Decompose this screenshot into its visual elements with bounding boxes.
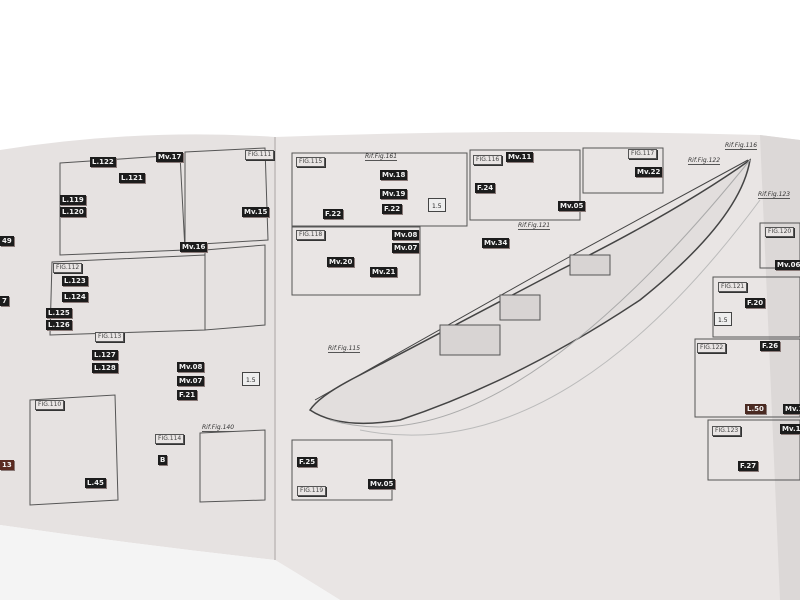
dimension-note: 1.5 (714, 312, 732, 326)
figure-reference: Rif.Fig.115 (328, 345, 361, 353)
dimension-note: 1.5 (242, 372, 260, 386)
part-label: L.45 (85, 478, 106, 488)
part-label: F.21 (177, 390, 198, 400)
part-label: Mv.08 (177, 362, 205, 372)
part-label: L.121 (119, 173, 145, 183)
figure-reference: Rif.Fig.161 (365, 153, 398, 161)
part-label: Mv.17 (156, 152, 184, 162)
part-label: F.26 (760, 341, 781, 351)
figure-label: FIG.118 (296, 230, 326, 240)
figure-label: FIG.113 (95, 332, 125, 342)
figure-label: FIG.117 (628, 149, 658, 159)
part-label: Mv.18 (380, 170, 408, 180)
part-label: L.127 (92, 350, 118, 360)
part-label: Mv.11 (780, 424, 800, 434)
figure-label: FIG.121 (718, 282, 748, 292)
part-label: 7 (0, 296, 9, 306)
part-label: Mv.34 (482, 238, 510, 248)
part-label: B (158, 455, 168, 465)
figure-label: FIG.112 (53, 263, 83, 273)
figure-label: FIG.114 (155, 434, 185, 444)
part-label: Mv.1 (783, 404, 800, 414)
part-label: Mv.19 (380, 189, 408, 199)
part-label: Mv.08 (392, 230, 420, 240)
figure-label: FIG.120 (765, 227, 795, 237)
figure-label: FIG.110 (35, 400, 65, 410)
part-label: L.123 (62, 276, 88, 286)
dimension-note: 1.5 (428, 198, 446, 212)
part-label: L.128 (92, 363, 118, 373)
part-label: Mv.11 (506, 152, 534, 162)
figure-reference: Rif.Fig.123 (758, 191, 791, 199)
figure-reference: Rif.Fig.140 (202, 424, 235, 432)
part-label: L.122 (90, 157, 116, 167)
part-label: F.20 (745, 298, 766, 308)
left-page (0, 134, 275, 561)
part-label: Mv.06 (775, 260, 800, 270)
figure-label: FIG.111 (245, 150, 275, 160)
part-label: F.22 (382, 204, 403, 214)
part-label: 13 (0, 460, 14, 470)
figure-label: FIG.116 (473, 155, 503, 165)
part-label: L.119 (60, 195, 86, 205)
figure-label: FIG.115 (296, 157, 326, 167)
part-label: L.120 (60, 207, 86, 217)
figure-label: FIG.119 (297, 486, 327, 496)
part-label: Mv.07 (392, 243, 420, 253)
part-label: Mv.05 (558, 201, 586, 211)
part-label: F.27 (738, 461, 759, 471)
part-label: Mv.05 (368, 479, 396, 489)
figure-reference: Rif.Fig.122 (688, 157, 721, 165)
page-shadow (0, 525, 340, 600)
part-label: Mv.07 (177, 376, 205, 386)
figure-label: FIG.122 (697, 343, 727, 353)
part-label: Mv.22 (635, 167, 663, 177)
part-label: F.24 (475, 183, 496, 193)
part-label: L.50 (745, 404, 766, 414)
part-label: F.25 (297, 457, 318, 467)
part-label: F.22 (323, 209, 344, 219)
part-label: Mv.21 (370, 267, 398, 277)
part-label: Mv.20 (327, 257, 355, 267)
part-label: L.124 (62, 292, 88, 302)
figure-reference: Rif.Fig.116 (725, 142, 758, 150)
part-label: L.126 (46, 320, 72, 330)
part-label: 49 (0, 236, 14, 246)
figure-reference: Rif.Fig.121 (518, 222, 551, 230)
part-label: L.125 (46, 308, 72, 318)
ship-hull (308, 158, 752, 425)
figure-label: FIG.123 (712, 426, 742, 436)
part-label: Mv.16 (180, 242, 208, 252)
part-label: Mv.15 (242, 207, 270, 217)
